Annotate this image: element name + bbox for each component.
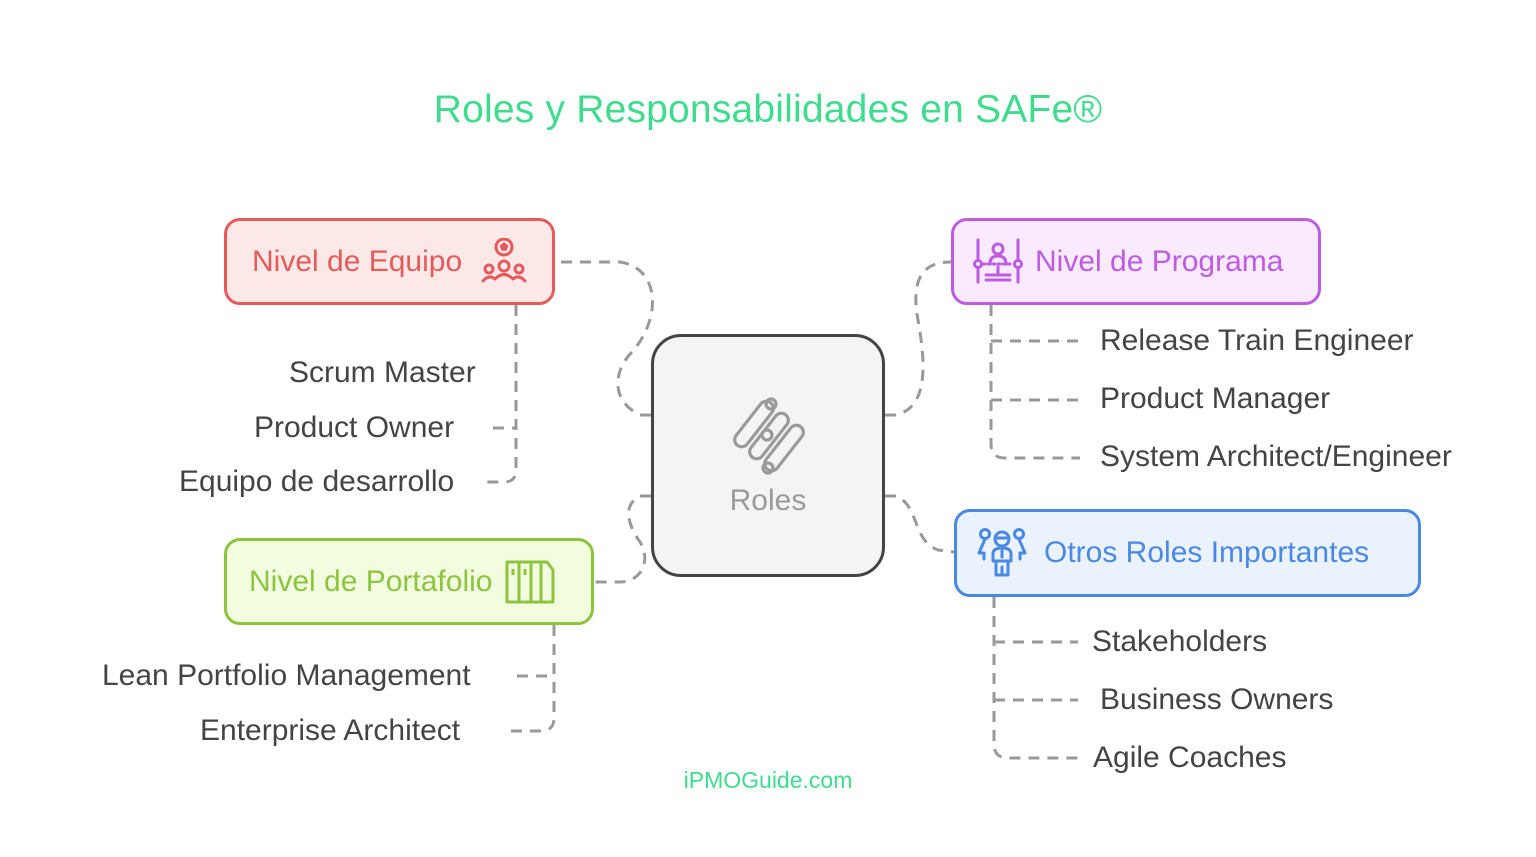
node-otros-roles[interactable]: Otros Roles Importantes [954,509,1421,597]
center-node[interactable]: Roles [651,334,885,577]
diagram-title: Roles y Responsabilidades en SAFe® [433,88,1103,131]
node-nivel-equipo[interactable]: Nivel de Equipo [224,218,555,305]
connector-center-equipo [557,260,654,417]
center-label: Roles [729,483,807,517]
list-item-product-owner: Product Owner [254,411,455,444]
list-item-enterprise-architect: Enterprise Architect [200,714,461,747]
node-nivel-portafolio[interactable]: Nivel de Portafolio [224,538,594,625]
connector-programa-spine [989,305,1080,460]
list-item-release-train-engineer: Release Train Engineer [1100,324,1414,357]
connector-otros-spine [992,597,1080,760]
node-label: Nivel de Programa [1035,244,1284,278]
list-item-equipo-desarrollo: Equipo de desarrollo [179,465,455,498]
list-item-product-manager: Product Manager [1100,382,1331,415]
list-item-business-owners: Business Owners [1100,683,1334,716]
program-presenter-icon [973,238,1023,283]
roles-icon [733,396,805,475]
group-people-icon [977,528,1027,577]
footer-watermark: iPMOGuide.com [683,767,853,793]
portfolio-books-icon [505,560,555,603]
list-item-lean-portfolio-management: Lean Portfolio Management [102,659,471,692]
connector-portafolio-spine [505,625,556,733]
connector-equipo-spine [482,305,518,484]
connector-center-programa [885,260,952,417]
connector-center-portafolio [595,494,651,584]
node-nivel-programa[interactable]: Nivel de Programa [951,218,1321,305]
list-item-agile-coaches: Agile Coaches [1093,741,1287,774]
node-label: Otros Roles Importantes [1044,536,1370,569]
node-label: Nivel de Equipo [252,244,463,278]
node-label: Nivel de Portafolio [249,564,493,598]
list-item-system-architect: System Architect/Engineer [1100,440,1452,473]
list-item-scrum-master: Scrum Master [289,356,476,389]
connector-center-otros [885,494,955,554]
list-item-stakeholders: Stakeholders [1092,625,1268,658]
team-soccer-icon [481,237,527,282]
